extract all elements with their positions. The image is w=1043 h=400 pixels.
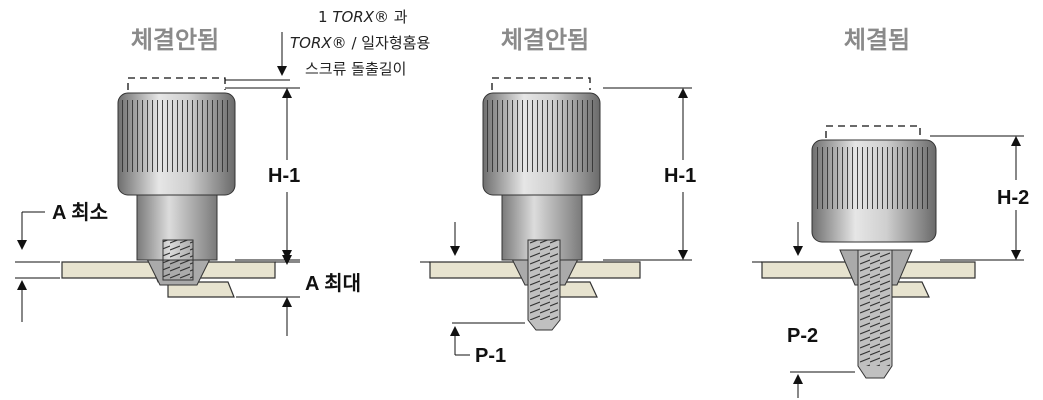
dim-p2: P-2 (787, 325, 818, 347)
protrusion-note: 1 TORX® 과 TORX® / 일자형홈용 스크류 돌출길이 (225, 8, 430, 89)
note-line-2: TORX® / 일자형홈용 (290, 34, 430, 52)
note-line-1: 1 TORX® 과 (318, 8, 408, 26)
title-not-engaged-2: 체결안됨 (501, 26, 589, 54)
title-engaged: 체결됨 (844, 26, 910, 54)
figure-not-engaged-1: H-1 A 최소 A 최대 (15, 77, 361, 336)
dim-p1: P-1 (475, 345, 506, 367)
dim-a-min: A 최소 (52, 201, 108, 224)
dim-a-max: A 최대 (305, 272, 361, 295)
dim-h2: H-2 (997, 187, 1029, 209)
title-not-engaged-1: 체결안됨 (131, 26, 219, 54)
note-line-3: 스크류 돌출길이 (305, 60, 406, 78)
dim-h1-a: H-1 (268, 165, 300, 187)
figure-engaged: H-2 P-2 (752, 125, 1029, 398)
dim-h1-b: H-1 (664, 165, 696, 187)
figure-not-engaged-2: H-1 P-1 (420, 77, 696, 367)
